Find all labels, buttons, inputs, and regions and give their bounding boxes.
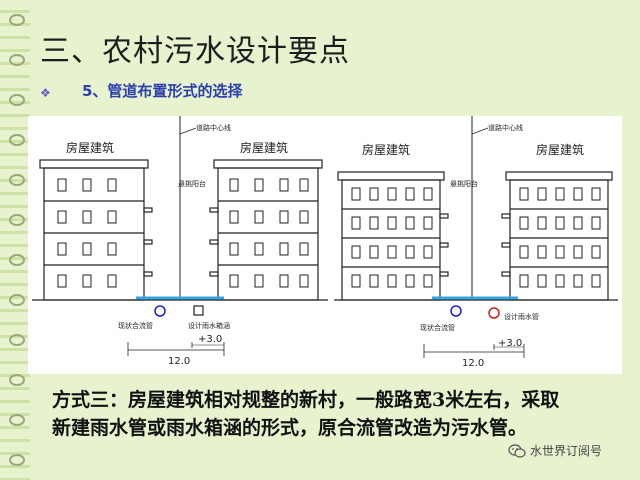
rain-box-culvert <box>193 305 204 316</box>
building-label: 房屋建筑 <box>66 140 114 155</box>
diamond-bullet-icon: ❖ <box>40 86 51 100</box>
building-label: 房屋建筑 <box>362 142 410 157</box>
dimension-small: +3.0 <box>198 334 222 345</box>
road-centerline-label: 道路中心线 <box>488 123 523 132</box>
watermark-text: 水世界订阅号 <box>530 444 603 458</box>
existing-combined-pipe <box>154 305 166 317</box>
dimension-total: 12.0 <box>168 356 190 367</box>
new-rain-pipe <box>488 307 500 319</box>
binding-rings <box>9 14 25 466</box>
pipe-label: 设计雨水箱涵 <box>188 321 230 330</box>
dimension-total: 12.0 <box>462 358 484 369</box>
notebook-binding <box>0 0 30 480</box>
slide-subtitle: 5、管道布置形式的选择 <box>82 82 243 100</box>
existing-combined-pipe <box>450 305 462 317</box>
left-building-left <box>39 159 153 301</box>
building-label: 房屋建筑 <box>536 142 584 157</box>
building-label: 房屋建筑 <box>240 140 288 155</box>
balcony-label: 悬挑阳台 <box>450 179 478 188</box>
road-centerline-label: 道路中心线 <box>196 123 231 132</box>
watermark: 水世界订阅号 <box>508 442 602 459</box>
diagram-right: 房屋建筑 房屋建筑 道路中心线 悬挑阳台 <box>334 116 618 369</box>
diagram-left: 房屋建筑 房屋建筑 道路中心线 <box>32 116 328 367</box>
slide-title: 三、农村污水设计要点 <box>40 34 350 69</box>
balcony-label: 悬挑阳台 <box>178 179 206 188</box>
description-line: 新建雨水管或雨水箱涵的形式，原合流管改造为污水管。 <box>52 417 528 439</box>
wechat-icon <box>508 443 526 458</box>
pipe-label: 现状合流管 <box>118 321 153 330</box>
dimension-small: +3.0 <box>498 338 522 349</box>
description-text: 方式三：房屋建筑相对规整的新村，一般路宽3米左右，采取 新建雨水管或雨水箱涵的形… <box>52 386 622 442</box>
pipe-label: 设计雨水管 <box>504 312 539 321</box>
pipe-layout-diagram: 房屋建筑 房屋建筑 道路中心线 <box>28 116 622 374</box>
pipe-label: 现状合流管 <box>420 323 455 332</box>
description-line: 方式三：房屋建筑相对规整的新村，一般路宽3米左右，采取 <box>52 389 560 411</box>
